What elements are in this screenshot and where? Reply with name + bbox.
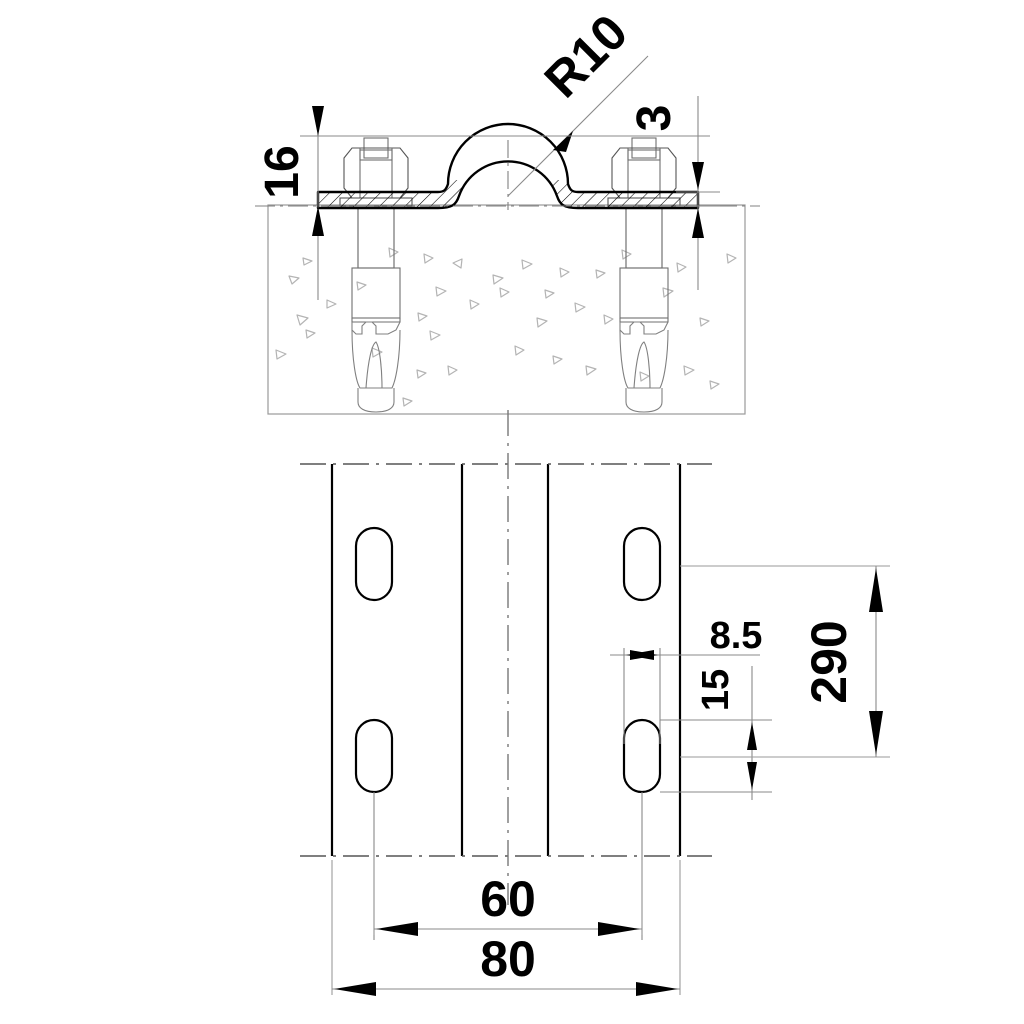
- anchor-bolt-right: [607, 137, 681, 413]
- anchor-bolt-left: [339, 137, 413, 413]
- concrete-substrate: [267, 204, 746, 415]
- dimension-8-5-label: 8.5: [710, 615, 763, 657]
- dimension-16-label: 16: [256, 145, 309, 198]
- dimension-r10: R10: [507, 4, 649, 197]
- dimension-290: 290: [680, 565, 890, 758]
- slot-top-left: [354, 526, 394, 602]
- dimension-15: 15: [660, 666, 772, 800]
- dimension-80-label: 80: [480, 931, 536, 987]
- dimension-60: 60: [373, 860, 643, 936]
- concrete-aggregate-symbols: [275, 247, 737, 407]
- dimension-15-label: 15: [695, 669, 737, 711]
- slot-bottom-right: [622, 718, 662, 794]
- dimension-60-label: 60: [480, 871, 536, 927]
- slot-bottom-left: [354, 718, 394, 794]
- plan-front-view: [300, 410, 712, 940]
- dimension-3: 3: [628, 96, 720, 290]
- section-elevation-view: [255, 122, 760, 415]
- dimension-8-5: 8.5: [610, 615, 762, 744]
- dimension-80: 80: [331, 860, 681, 996]
- dimension-16: 16: [256, 106, 710, 300]
- dimension-r10-label: R10: [534, 4, 638, 108]
- dimension-3-label: 3: [628, 105, 681, 132]
- dimension-290-label: 290: [801, 620, 857, 703]
- slot-top-right: [622, 526, 662, 602]
